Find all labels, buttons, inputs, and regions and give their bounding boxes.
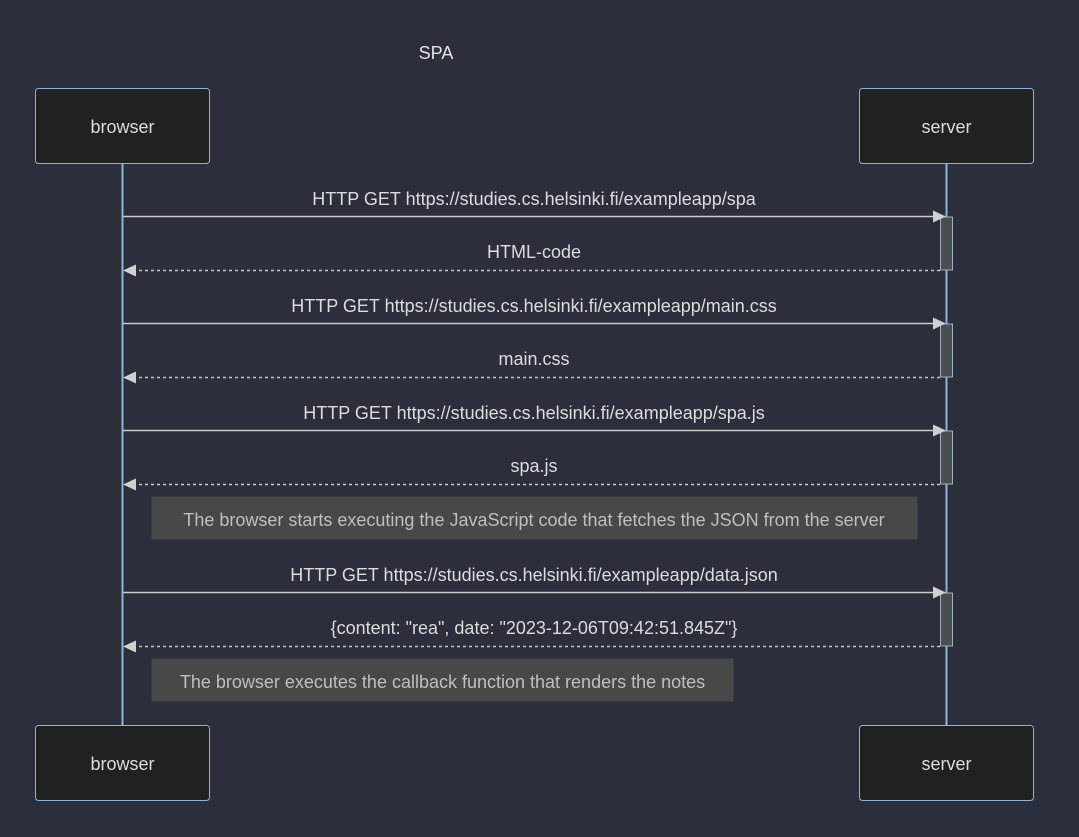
message-label: HTTP GET https://studies.cs.helsinki.fi/… [312, 189, 757, 209]
arrowhead-right [933, 586, 946, 599]
note-box [151, 658, 734, 702]
message-json-response: {content: "rea", date: "2023-12-06T09:42… [123, 618, 940, 653]
arrowhead-left [123, 264, 136, 277]
actor-server-top: server [859, 88, 1034, 164]
actor-label-browser: browser [90, 117, 154, 137]
message-label: spa.js [510, 456, 557, 476]
arrowhead-left [123, 478, 136, 491]
actor-browser-top: browser [35, 88, 210, 164]
diagram-title: SPA [419, 43, 454, 63]
message-label: HTTP GET https://studies.cs.helsinki.fi/… [290, 565, 778, 585]
message-get-spa: HTTP GET https://studies.cs.helsinki.fi/… [123, 189, 946, 223]
note-box [151, 496, 918, 540]
note-executing-js: The browser starts executing the JavaScr… [151, 496, 918, 540]
note-callback: The browser executes the callback functi… [151, 658, 734, 702]
actor-label-server: server [921, 754, 971, 774]
message-label: main.css [498, 349, 569, 369]
arrowhead-right [933, 317, 946, 330]
arrowhead-left [123, 371, 136, 384]
activation-bar [940, 430, 953, 485]
message-label: HTTP GET https://studies.cs.helsinki.fi/… [303, 403, 765, 423]
activation-bar [940, 323, 953, 378]
activation-bar [940, 216, 953, 271]
actor-label-server: server [921, 117, 971, 137]
message-label: HTML-code [487, 242, 581, 262]
message-label: {content: "rea", date: "2023-12-06T09:42… [331, 618, 738, 638]
note-text: The browser starts executing the JavaScr… [183, 510, 884, 530]
message-get-spa-js: HTTP GET https://studies.cs.helsinki.fi/… [123, 403, 946, 437]
actor-box [35, 725, 210, 801]
actor-browser-bottom: browser [35, 725, 210, 801]
actor-label-browser: browser [90, 754, 154, 774]
arrowhead-left [123, 640, 136, 653]
actor-box [35, 88, 210, 164]
message-get-main-css: HTTP GET https://studies.cs.helsinki.fi/… [123, 296, 946, 330]
message-spa-js: spa.js [123, 456, 940, 491]
arrowhead-right [933, 210, 946, 223]
message-html-code: HTML-code [123, 242, 940, 277]
message-main-css: main.css [123, 349, 940, 384]
message-get-data-json: HTTP GET https://studies.cs.helsinki.fi/… [123, 565, 946, 599]
note-text: The browser executes the callback functi… [180, 672, 705, 692]
arrowhead-right [933, 424, 946, 437]
activation-bar [940, 592, 953, 647]
actor-box [859, 725, 1034, 801]
actor-box [859, 88, 1034, 164]
message-label: HTTP GET https://studies.cs.helsinki.fi/… [291, 296, 777, 316]
actor-server-bottom: server [859, 725, 1034, 801]
